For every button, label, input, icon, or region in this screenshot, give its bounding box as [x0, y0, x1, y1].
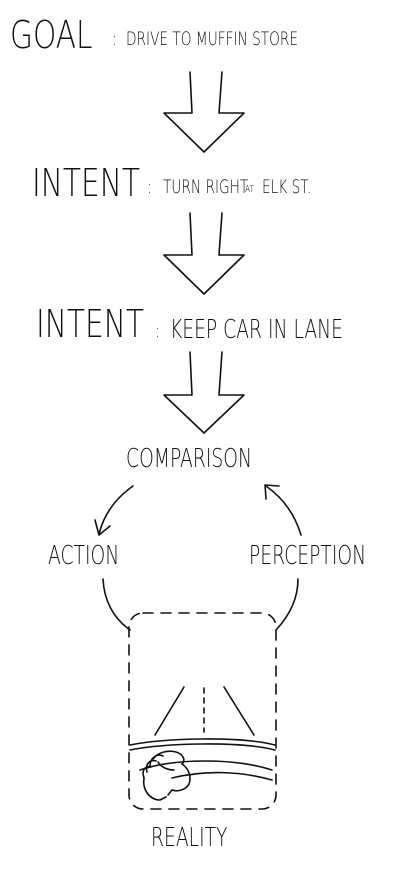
- intent-1-text-at: AT: [245, 184, 254, 195]
- action-to-reality-arc: [102, 578, 131, 631]
- windshield-road-icon: [154, 686, 255, 736]
- down-arrow-icon: [163, 351, 245, 434]
- dashboard-line: [129, 738, 276, 751]
- reality-to-perception-arc: [275, 578, 299, 631]
- down-arrow-icon: [163, 71, 245, 153]
- reality-label: REALITY: [151, 823, 228, 853]
- curved-arrow-icon: [94, 485, 134, 536]
- intent-2-text: KEEP CAR IN LANE: [170, 315, 343, 345]
- intent-1-heading: INTENT: [32, 161, 141, 205]
- intent-1-text-b: ELK ST.: [262, 176, 312, 198]
- steering-wheel-hand-icon: [139, 750, 273, 801]
- curved-arrow-icon: [264, 484, 302, 536]
- intent-1-text-a: TURN RIGHT: [163, 176, 249, 198]
- intent-1-separator: :: [147, 176, 152, 198]
- goal-separator: :: [112, 28, 117, 50]
- perception-label: PERCEPTION: [249, 541, 367, 571]
- intent-2-separator: :: [155, 320, 160, 342]
- comparison-label: COMPARISON: [126, 444, 253, 474]
- reality-frame: [128, 612, 277, 810]
- intent-2-heading: INTENT: [36, 302, 145, 346]
- goal-text: DRIVE TO MUFFIN STORE: [126, 28, 299, 50]
- goal-heading: GOAL: [10, 13, 93, 57]
- down-arrow-icon: [163, 212, 245, 295]
- action-label: ACTION: [48, 541, 120, 571]
